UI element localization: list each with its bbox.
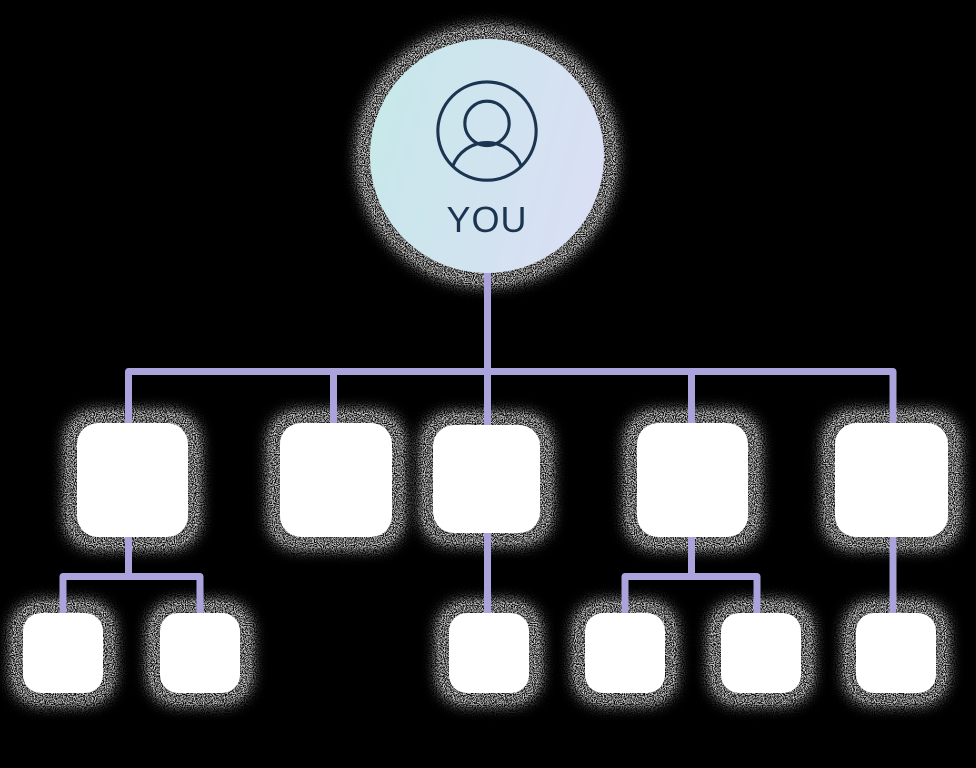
avatar-shoulders xyxy=(451,140,523,167)
avatar-ring xyxy=(436,80,538,182)
org-node-branch-2[interactable] xyxy=(280,423,392,537)
connector-tee-branch-4 xyxy=(621,573,761,613)
org-node-child-4b[interactable] xyxy=(721,613,801,693)
org-node-child-1b[interactable] xyxy=(160,613,240,693)
connector-tee-branch-1 xyxy=(59,573,204,613)
org-node-root[interactable]: YOU xyxy=(370,39,604,273)
org-node-child-5a[interactable] xyxy=(856,613,936,693)
avatar-head xyxy=(463,99,511,148)
org-node-branch-4[interactable] xyxy=(637,423,748,537)
org-node-child-3a[interactable] xyxy=(449,613,529,693)
org-node-branch-5[interactable] xyxy=(835,423,948,537)
org-node-child-4a[interactable] xyxy=(585,613,665,693)
org-node-branch-3[interactable] xyxy=(433,425,540,533)
root-label: YOU xyxy=(446,199,528,240)
org-node-child-1a[interactable] xyxy=(23,613,103,693)
org-node-branch-1[interactable] xyxy=(77,423,188,537)
user-avatar-icon xyxy=(436,80,538,182)
